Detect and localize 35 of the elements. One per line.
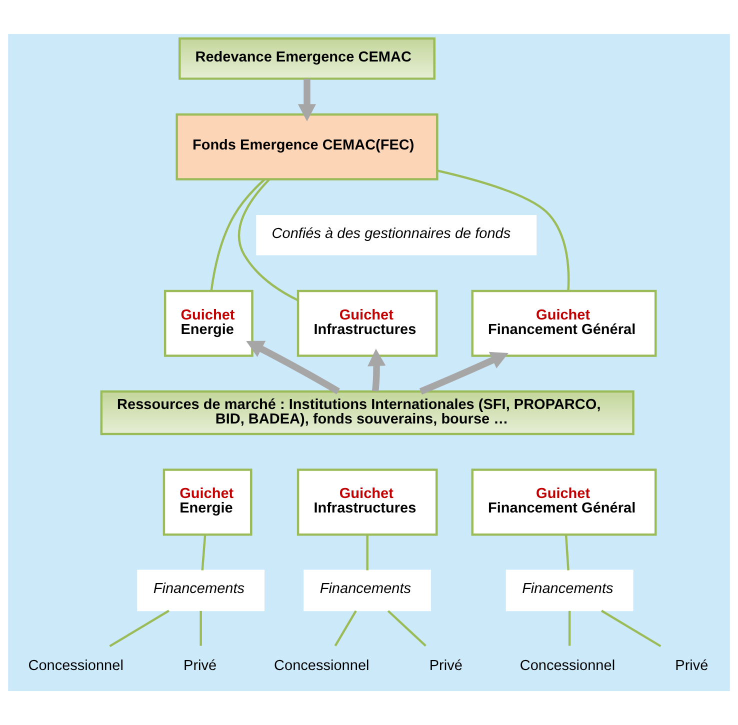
arrow [246,340,340,394]
node-text: Concessionnel [520,658,616,674]
connector [436,170,570,291]
connector [210,178,266,292]
node-box: Financements [506,570,634,612]
node-box: Guichet Energie [162,468,252,536]
node-box: Ressources de marché : Institutions Internationales (SFI, PROPARCO, BID, BADEA), fonds souverains, bourse … [100,390,634,436]
connector [568,610,571,646]
connector [564,534,570,570]
connector [366,534,368,570]
node-text: Privé [429,658,462,674]
node-text: Privé [184,658,217,674]
label: Confiés à des gestionnaires de fonds [272,226,511,242]
node-text: Concessionnel [274,658,370,674]
connector [600,610,662,648]
node-text: Concessionnel [28,658,124,674]
node-box: Guichet Financement Général [471,468,657,536]
arrow [419,352,508,395]
node-box: Guichet Financement Général [471,290,657,357]
node-text: Privé [675,658,708,674]
node-box: Financements [137,570,265,612]
connector [387,610,426,647]
connector [238,178,298,302]
node-box: Guichet Infrastructures [296,290,438,357]
node-box: Guichet Infrastructures [296,468,438,536]
connector [109,610,170,648]
node-box: Guichet Energie [164,290,254,357]
connector [201,534,206,570]
arrow [298,78,316,122]
connector [334,610,357,646]
arrow [368,348,386,392]
node-box: Redevance Emergence CEMAC [178,37,436,80]
connector [200,610,202,646]
node-box: Financements [304,570,432,612]
node-box: Fonds Emergence CEMAC(FEC) [176,113,438,180]
